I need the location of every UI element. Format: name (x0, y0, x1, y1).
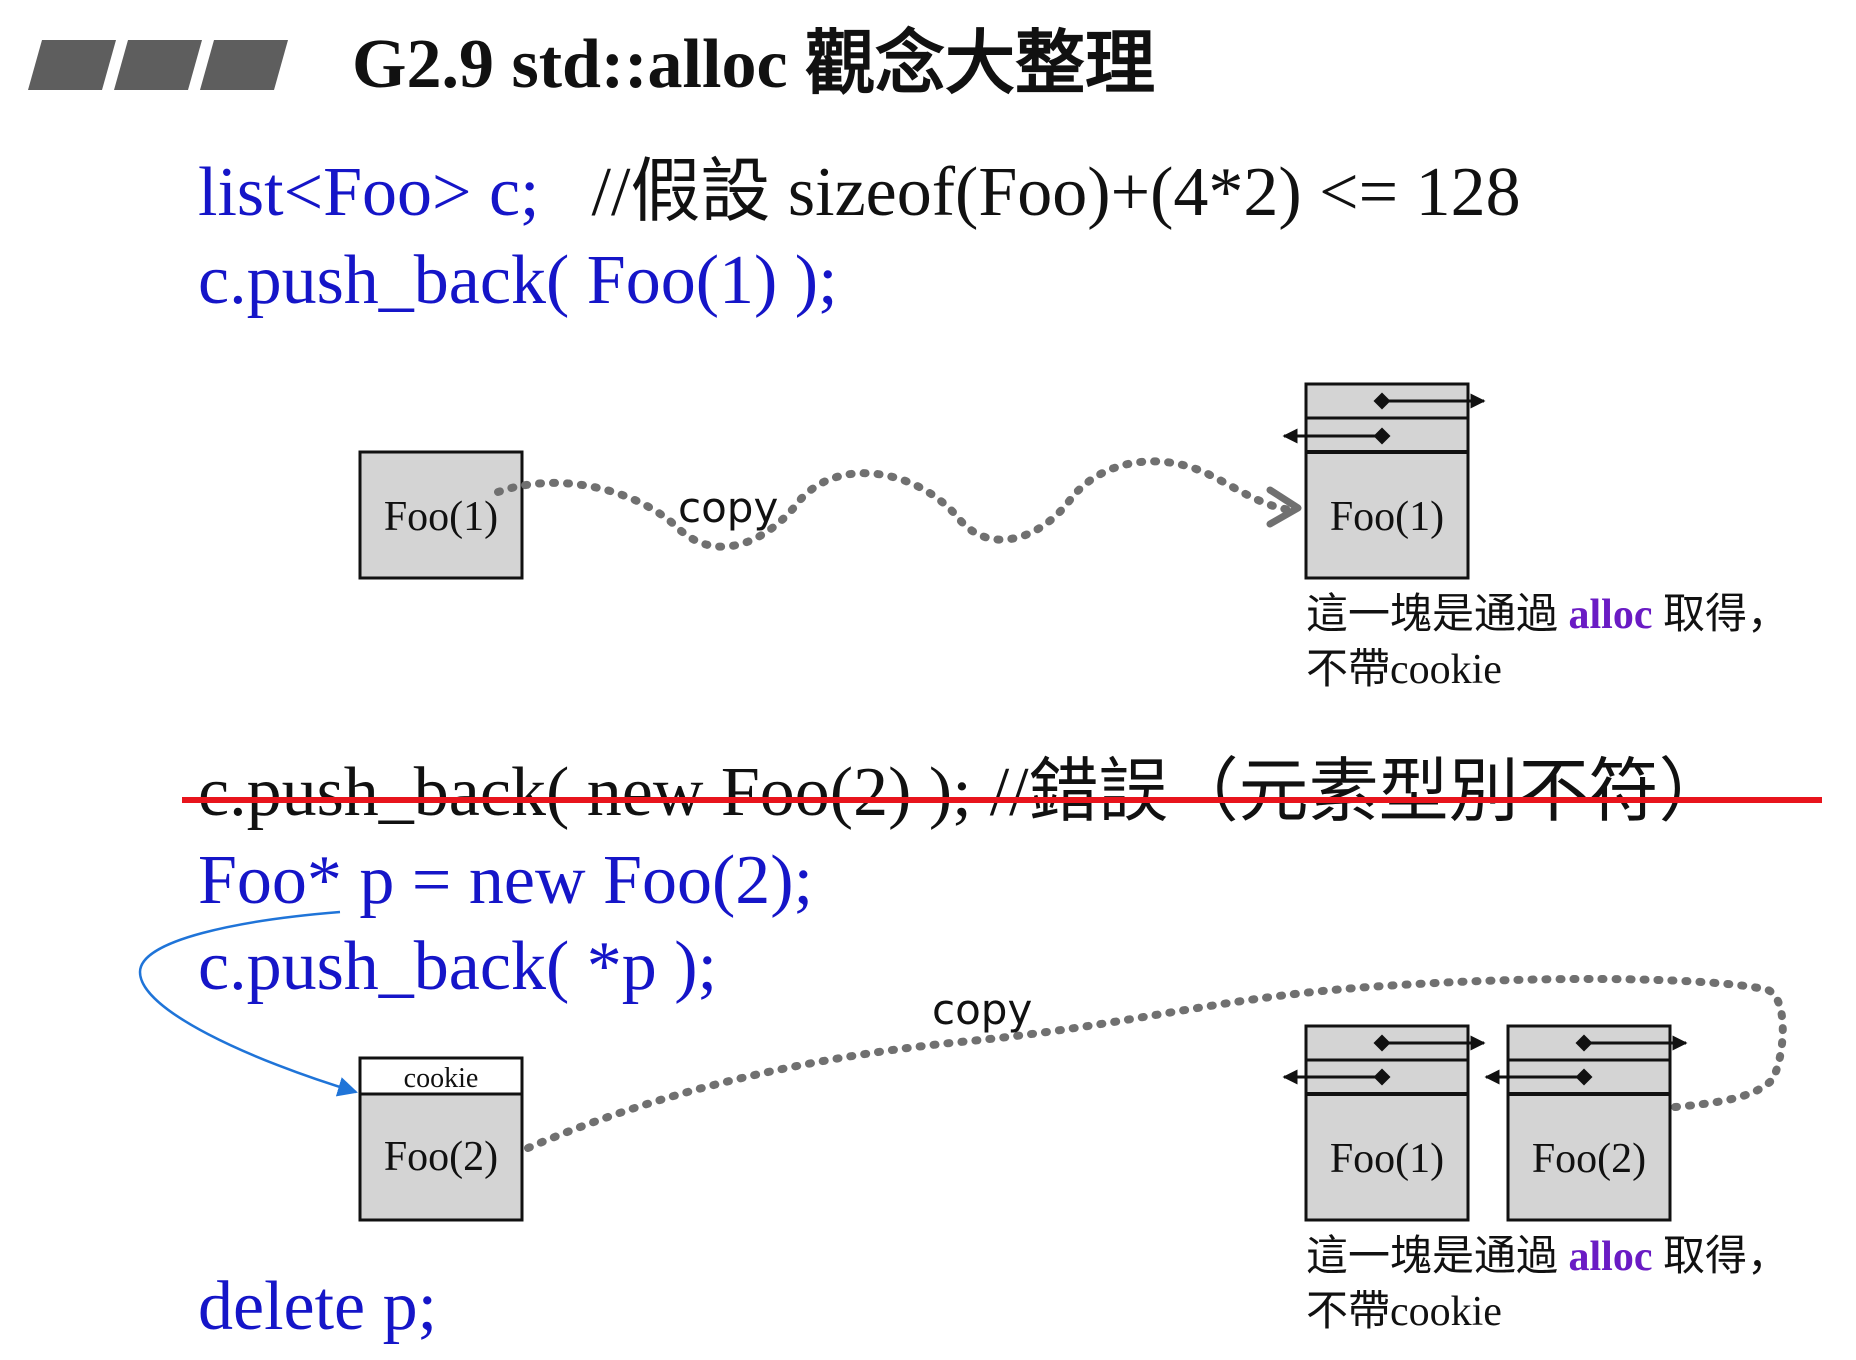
copy-path-2 (524, 974, 1787, 1152)
list-node-2b: Foo(2) (1484, 1024, 1688, 1222)
alloc-note-2: 這一塊是通過 alloc 取得， 不帶cookie (1306, 1230, 1789, 1339)
note1-post: 取得， (1652, 592, 1790, 638)
note1-alloc-keyword: alloc (1568, 592, 1653, 638)
source-foo1-label: Foo(1) (384, 494, 498, 540)
alloc-note-1: 這一塊是通過 alloc 取得， 不帶cookie (1306, 588, 1789, 697)
node2a-foo1-label: Foo(1) (1330, 1136, 1444, 1182)
list-node-2a: Foo(1) (1282, 1024, 1486, 1222)
code-list-decl: list<Foo> c; (198, 154, 540, 231)
code-line-push-p: c.push_back( *p ); (198, 928, 718, 1005)
note2-alloc-keyword: alloc (1568, 1234, 1653, 1280)
header-bars-icon (28, 40, 288, 90)
alloc-note-1-line2: 不帶cookie (1306, 646, 1502, 693)
code-comment-sizeof: //假設 sizeof(Foo)+(4*2) <= 128 (591, 154, 1521, 231)
heap-object-foo2: cookie Foo(2) (358, 1056, 524, 1222)
source-object-foo1: Foo(1) (358, 450, 524, 580)
code-wrong-statement: c.push_back( new Foo(2) ); (198, 754, 972, 831)
code-line-list-decl: list<Foo> c;//假設 sizeof(Foo)+(4*2) <= 12… (198, 158, 1521, 228)
note2-post: 取得， (1652, 1234, 1790, 1280)
alloc-note-2-line2: 不帶cookie (1306, 1288, 1502, 1335)
node1-foo1-label: Foo(1) (1330, 494, 1444, 540)
heap-foo2-label: Foo(2) (384, 1134, 498, 1180)
copy-arrowhead-1 (1266, 486, 1302, 528)
code-line-push-foo1: c.push_back( Foo(1) ); (198, 242, 838, 319)
alloc-note-1-line1: 這一塊是通過 alloc 取得， (1306, 588, 1789, 643)
strikethrough-line (182, 797, 1822, 803)
list-node-1: Foo(1) (1282, 382, 1486, 580)
copy-label-2: copy (932, 985, 1032, 1034)
pointer-arrow-p (138, 910, 358, 1097)
node2b-foo2-label: Foo(2) (1532, 1136, 1646, 1182)
copy-label-1: copy (678, 483, 778, 532)
note1-pre: 這一塊是通過 (1306, 592, 1569, 638)
note2-pre: 這一塊是通過 (1306, 1234, 1569, 1280)
cookie-label: cookie (404, 1063, 479, 1094)
code-wrong-comment: //錯誤（元素型別不符） (989, 754, 1729, 831)
code-line-new-foo2: Foo* p = new Foo(2); (198, 842, 814, 919)
slide-title: G2.9 std::alloc 觀念大整理 (352, 26, 1156, 103)
code-line-delete-p: delete p; (198, 1268, 438, 1345)
code-line-wrong: c.push_back( new Foo(2) );//錯誤（元素型別不符） (198, 758, 1729, 828)
alloc-note-2-line1: 這一塊是通過 alloc 取得， (1306, 1230, 1789, 1285)
copy-path-1 (494, 457, 1294, 551)
